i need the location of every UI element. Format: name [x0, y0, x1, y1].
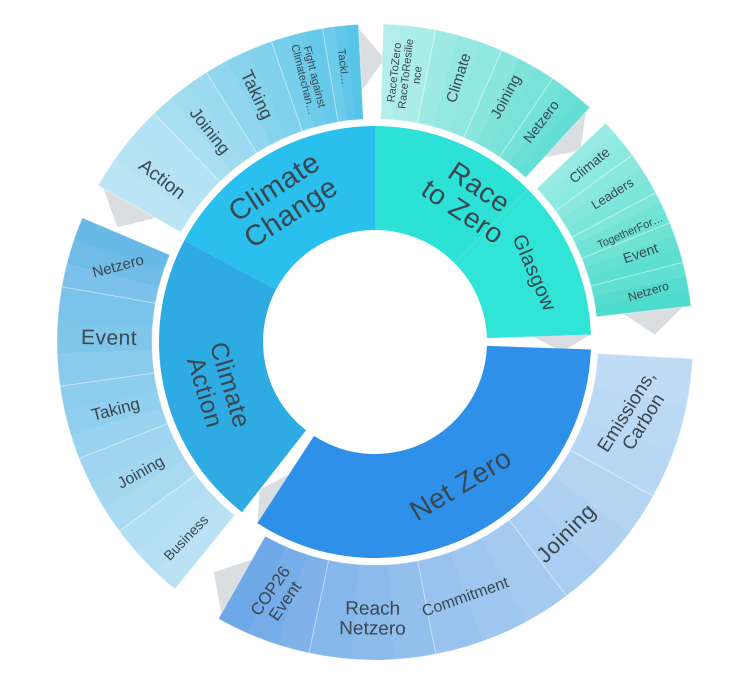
segment-band-shade: [417, 29, 459, 127]
segment-band-shade: [350, 564, 394, 660]
segment-race-to-zero-racetozero-racetoresilience[interactable]: [380, 23, 437, 124]
segment-band-shade: [543, 133, 624, 204]
label-climate-action-event: Event: [81, 326, 138, 350]
segment-band-shade: [532, 476, 629, 567]
segment-climate-change[interactable]: [184, 125, 375, 290]
segment-climate-action-event[interactable]: [56, 286, 156, 387]
segment-band-shade: [114, 135, 206, 215]
segment-band-shade: [555, 155, 641, 220]
segment-band-shade: [387, 560, 436, 660]
segment-band-shade: [571, 192, 661, 245]
segment-band-shade: [581, 222, 675, 268]
segment-glasgow-netzero[interactable]: [590, 261, 692, 318]
segment-band-shade: [450, 538, 526, 642]
segment-band-shade: [575, 202, 666, 252]
segment-band-shade: [561, 167, 649, 229]
segment-glasgow-leaders[interactable]: [554, 154, 657, 238]
segment-band-shade: [66, 240, 164, 287]
segment-race-to-zero-netzero[interactable]: [499, 77, 591, 179]
segment-band-shade: [98, 159, 193, 233]
segment-band-shade: [508, 87, 578, 171]
segment-climate-change-taking[interactable]: [205, 40, 304, 154]
group-gap-arrow-icon-gap-climatechange-climateaction: [103, 188, 156, 228]
segment-net-zero[interactable]: [257, 345, 591, 558]
segment-band-shade: [463, 50, 520, 144]
segment-climate-change-tackl[interactable]: [321, 23, 364, 123]
segment-band-shade: [57, 349, 155, 387]
group-gap-arrow-icon-gap-netzero-climateaction-inner: [257, 474, 289, 524]
segment-band-shade: [536, 123, 615, 196]
segment-net-zero-cop26-event[interactable]: [217, 535, 330, 654]
segment-band-shade: [288, 31, 327, 128]
segment-band-shade: [170, 84, 244, 172]
segment-band-shade: [334, 25, 355, 121]
segment-band-shade: [584, 387, 687, 453]
segment-glasgow[interactable]: [454, 189, 591, 339]
segment-band-shade: [154, 98, 232, 182]
segment-climate-action-business[interactable]: [118, 473, 236, 590]
segment-band-shade: [154, 502, 235, 590]
segment-band-shade: [393, 25, 419, 122]
segment-band-shade: [585, 235, 680, 277]
segment-band-shade: [64, 390, 162, 435]
group-gap-arrow-icon-gap-glasgow-netzero-outer: [623, 306, 684, 335]
segment-climate-action[interactable]: [158, 240, 307, 513]
segment-band-shade: [476, 58, 537, 150]
segment-climate-action-joining[interactable]: [78, 423, 197, 532]
segment-band-shade: [61, 263, 159, 304]
segment-band-shade: [480, 520, 567, 622]
segment-band-shade: [227, 50, 287, 145]
segment-climate-action-netzero[interactable]: [61, 217, 171, 304]
segment-band-shade: [277, 554, 329, 654]
segment-band-shade: [271, 36, 315, 132]
segment-band-shade: [103, 458, 196, 532]
group-gap-arrow-icon-gap-netzero-climateaction-outer: [213, 559, 252, 614]
segment-band-shade: [322, 26, 347, 123]
segment-net-zero-reach-netzero[interactable]: [308, 559, 437, 661]
segment-race-to-zero[interactable]: [375, 126, 528, 263]
group-gap-arrow-icon-gap-climatechange-racetozero: [358, 28, 385, 91]
segment-band-shade: [380, 24, 401, 120]
segment-climate-action-taking[interactable]: [59, 372, 169, 460]
segment-band-shade: [593, 276, 689, 307]
segment-race-to-zero-climate[interactable]: [416, 29, 503, 139]
segment-band-shade: [136, 489, 221, 572]
segment-climate-change-fight-against-climatechan[interactable]: [270, 27, 339, 132]
segment-band-shade: [247, 546, 307, 645]
segment-band-shade: [433, 35, 481, 132]
segment-glasgow-event[interactable]: [581, 222, 684, 287]
segment-band-shade: [206, 60, 272, 153]
segment-race-to-zero-joining[interactable]: [463, 49, 554, 158]
segment-band-shade: [590, 262, 687, 297]
segment-band-shade: [70, 407, 168, 459]
segment-band-shade: [593, 353, 693, 407]
segment-band-shade: [90, 441, 185, 509]
segment-band-shade: [499, 78, 566, 164]
segment-band-shade: [56, 319, 153, 354]
group-gap-arrow-icon-gap-glasgow-netzero-inner: [532, 334, 591, 352]
segment-band-shade: [553, 450, 654, 534]
label-climate-change-tackl: Tackl…: [335, 48, 351, 85]
